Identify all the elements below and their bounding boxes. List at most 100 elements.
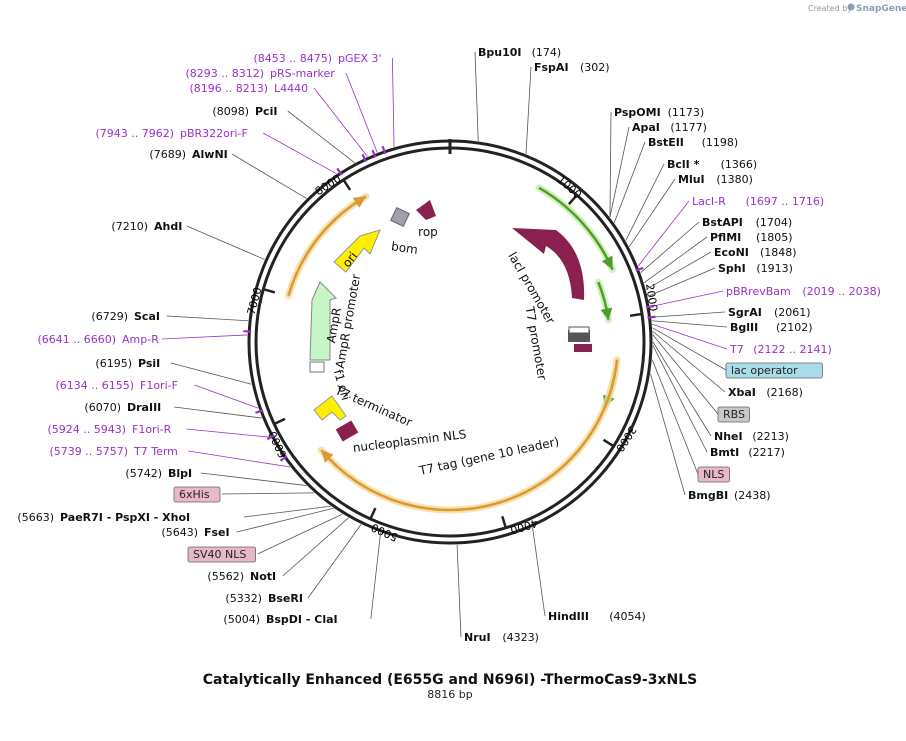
label-range: (6070) — [84, 401, 121, 414]
label-name: AhdI — [154, 220, 182, 233]
label-name: SphI — [718, 262, 746, 275]
label-range: (5924 .. 5943) — [47, 423, 126, 436]
label-fspai: FspAI(302) — [534, 61, 610, 74]
label-name: BmtI — [710, 446, 739, 459]
snapgene-logo-icon — [848, 4, 855, 11]
label-econi: EcoNI(1848) — [714, 246, 797, 259]
label-nhei: NheI (2213) — [714, 430, 789, 443]
label-name: PaeR7I - PspXI - XhoI — [60, 511, 190, 524]
label-name: SgrAI — [728, 306, 762, 319]
label-name: NotI — [250, 570, 276, 583]
label-range: (1366) — [721, 158, 758, 171]
label-name: DraIII — [127, 401, 161, 414]
label-alwni: AlwNI(7689) — [149, 148, 227, 161]
label-range: (1704) — [756, 216, 793, 229]
label-name: ApaI — [632, 121, 660, 134]
label-range: (2213) — [752, 430, 789, 443]
label-range: (6729) — [91, 310, 128, 323]
leader — [314, 88, 367, 157]
leader — [392, 58, 394, 147]
leader — [610, 112, 611, 217]
tick-4000 — [502, 516, 505, 527]
label-name: PsiI — [138, 357, 160, 370]
label-range: (1913) — [756, 262, 793, 275]
label-name: PciI — [255, 105, 277, 118]
label-name: pRS-marker — [270, 67, 335, 80]
label-bcli: BclI *(1366) — [667, 158, 757, 171]
leader — [652, 324, 727, 349]
label-range: (1173) — [668, 106, 705, 119]
label-name: FspAI — [534, 61, 569, 74]
label-pgex-3: pGEX 3'(8453 .. 8475) — [253, 52, 381, 65]
leader — [651, 312, 725, 317]
T7-tag-feature — [574, 344, 592, 352]
label-f1ori-r: F1ori-R (5924 .. 5943) — [47, 423, 171, 436]
leader — [626, 164, 664, 241]
label-bmti: BmtI (2217) — [710, 446, 785, 459]
credit-brand: SnapGene — [856, 4, 906, 14]
lacI-promoter-arc — [598, 282, 612, 320]
leader — [346, 73, 377, 152]
label-range: (6134 .. 6155) — [55, 379, 134, 392]
leader — [288, 111, 355, 163]
label-sphi: SphI (1913) — [718, 262, 793, 275]
label-range: (2217) — [748, 446, 785, 459]
tick-8000 — [344, 181, 350, 190]
leader — [194, 385, 258, 408]
tick-6000 — [275, 419, 285, 424]
label-noti: NotI(5562) — [207, 570, 276, 583]
label-name: NruI — [464, 631, 491, 644]
leader — [371, 533, 381, 619]
label-bseri: BseRI(5332) — [225, 592, 303, 605]
rop-feature — [416, 200, 436, 220]
label-range: (1380) — [716, 173, 753, 186]
label-range: (5739 .. 5757) — [49, 445, 128, 458]
label-name: BstEII — [648, 136, 684, 149]
label-name: L4440 — [274, 82, 308, 95]
leader — [526, 67, 531, 154]
label-range: (1848) — [760, 246, 797, 259]
label-scai: ScaI (6729) — [91, 310, 160, 323]
label-name: Amp-R — [122, 333, 159, 346]
label-pbrrevbam: pBRrevBam(2019 .. 2038) — [726, 285, 881, 298]
leader — [186, 429, 270, 437]
label-draiii: DraIII (6070) — [84, 401, 161, 414]
label-range: (4323) — [502, 631, 539, 644]
leader — [651, 374, 685, 495]
label-fsei: FseI(5643) — [161, 526, 229, 539]
label-name: pBRrevBam — [726, 285, 791, 298]
label-range: (2061) — [774, 306, 811, 319]
AmpR-promoter-feature — [310, 362, 324, 372]
label-name: 6xHis — [179, 488, 210, 501]
label-bglii: BglII(2102) — [730, 321, 813, 334]
label-name: ScaI — [134, 310, 160, 323]
outer-labels: Bpu10I(174)FspAI(302)PspOMI(1173)ApaI(11… — [17, 46, 881, 644]
label-name: NheI — [714, 430, 743, 443]
tick-label-8000: 8000 — [313, 172, 344, 198]
label-apai: ApaI(1177) — [632, 121, 707, 134]
inner-label-rop: rop — [418, 225, 438, 239]
label-sgrai: SgrAI (2061) — [728, 306, 811, 319]
label-ahdi: AhdI(7210) — [111, 220, 182, 233]
leader — [171, 363, 252, 384]
label-pcii: PciI(8098) — [212, 105, 277, 118]
label-range: (1697 .. 1716) — [746, 195, 825, 208]
label-name: lac operator — [731, 364, 798, 377]
label-hindiii: HindIII(4054) — [548, 610, 646, 623]
cas9-arc — [321, 360, 617, 510]
tick-label-4000: 4000 — [509, 516, 540, 536]
label-range: (6195) — [95, 357, 132, 370]
label-bstapi: BstAPI(1704) — [702, 216, 792, 229]
label-range: (8196 .. 8213) — [189, 82, 268, 95]
leader — [650, 291, 723, 307]
leader — [653, 331, 725, 392]
label-t7: T7(2122 .. 2141) — [729, 343, 832, 356]
label-nrui: NruI (4323) — [464, 631, 539, 644]
label-6xhis: 6xHis — [174, 487, 220, 502]
label-name: AlwNI — [192, 148, 228, 161]
label-name: F1ori-R — [132, 423, 172, 436]
bom-feature — [391, 208, 410, 227]
leader — [167, 316, 248, 321]
